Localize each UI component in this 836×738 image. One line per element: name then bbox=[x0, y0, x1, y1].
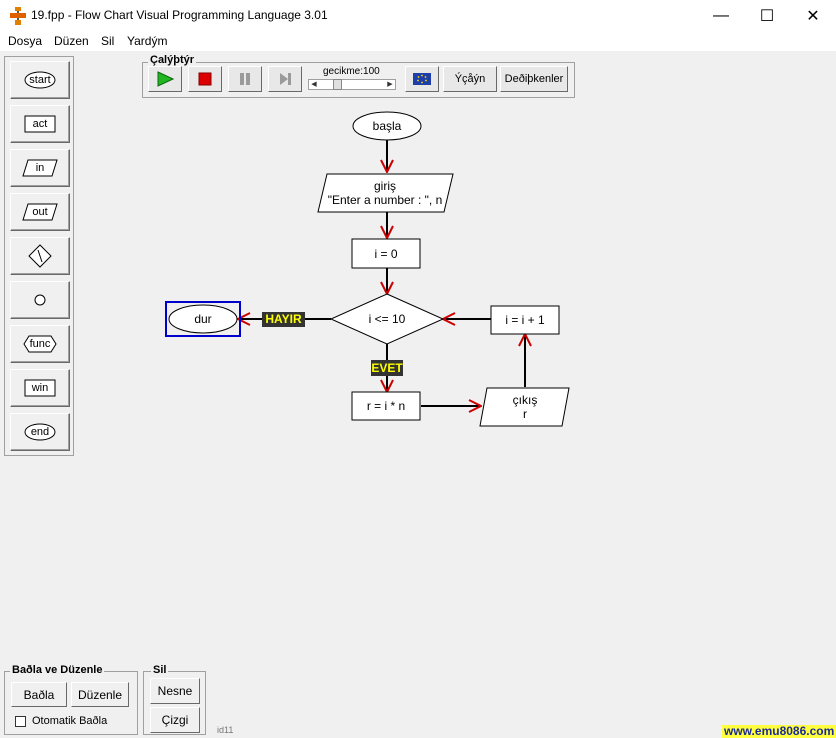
palette-output-label: out bbox=[32, 206, 48, 218]
input-node-line1: giriş bbox=[373, 179, 396, 193]
stop-button[interactable] bbox=[188, 66, 222, 92]
palette-function-label: func bbox=[29, 338, 51, 350]
connect-button[interactable]: Baðla bbox=[11, 682, 67, 707]
increment-node[interactable] bbox=[490, 305, 560, 335]
slider-left-arrow-icon[interactable]: ◀ bbox=[311, 81, 317, 88]
condition-diamond-icon bbox=[28, 244, 52, 268]
minimize-icon: — bbox=[713, 6, 729, 24]
palette-action-label: act bbox=[32, 118, 48, 130]
auto-connect-label: Otomatik Baðla bbox=[32, 715, 108, 727]
menu-delete[interactable]: Sil bbox=[101, 34, 115, 48]
delay-value: 100 bbox=[363, 66, 380, 77]
action-node-label: r = i * n bbox=[366, 399, 406, 413]
init-node[interactable] bbox=[351, 238, 421, 269]
input-node-line2: "Enter a number : ", n bbox=[327, 193, 443, 207]
run-button[interactable] bbox=[148, 66, 182, 92]
close-button[interactable]: ✕ bbox=[790, 0, 836, 31]
delay-slider[interactable]: ◀ ▶ bbox=[308, 79, 396, 90]
auto-connect-checkbox[interactable] bbox=[15, 716, 26, 727]
palette-start-button[interactable]: start bbox=[10, 61, 70, 99]
shape-palette: start act in out func win end bbox=[4, 56, 74, 456]
function-shape-icon bbox=[23, 335, 57, 353]
play-icon bbox=[157, 71, 174, 87]
stop-icon bbox=[198, 72, 212, 86]
stop-node[interactable] bbox=[168, 304, 238, 334]
delay-label: gecikme:100 bbox=[323, 66, 380, 77]
start-shape-icon bbox=[24, 71, 56, 89]
palette-end-label: end bbox=[30, 426, 50, 438]
variables-label: Deðiþkenler bbox=[504, 73, 564, 85]
palette-condition-button[interactable] bbox=[10, 237, 70, 275]
window-title: 19.fpp - Flow Chart Visual Programming L… bbox=[31, 8, 328, 22]
no-branch-label: HAYIR bbox=[262, 312, 305, 327]
step-in-button[interactable]: Ýçåýn bbox=[443, 66, 497, 92]
palette-end-button[interactable]: end bbox=[10, 413, 70, 451]
menu-edit[interactable]: Düzen bbox=[54, 34, 89, 48]
selection-box bbox=[165, 301, 241, 337]
delete-line-button[interactable]: Çizgi bbox=[150, 707, 200, 733]
palette-connector-button[interactable] bbox=[10, 281, 70, 319]
menu-file[interactable]: Dosya bbox=[8, 34, 43, 48]
minimize-button[interactable]: — bbox=[698, 0, 744, 31]
delay-label-text: gecikme: bbox=[323, 66, 364, 77]
title-bar: 19.fpp - Flow Chart Visual Programming L… bbox=[0, 0, 836, 31]
step-forward-icon bbox=[280, 73, 291, 85]
palette-output-button[interactable]: out bbox=[10, 193, 70, 231]
output-node-line1: çıkış bbox=[512, 393, 538, 407]
eu-flag-icon bbox=[413, 73, 431, 85]
selected-object-id: id11 bbox=[217, 725, 234, 735]
palette-window-button[interactable]: win bbox=[10, 369, 70, 407]
app-icon bbox=[10, 7, 26, 25]
delete-group bbox=[143, 671, 206, 735]
connector-circle-icon bbox=[34, 294, 46, 306]
palette-function-button[interactable]: func bbox=[10, 325, 70, 363]
end-shape-icon bbox=[24, 423, 56, 441]
start-node[interactable] bbox=[352, 111, 422, 141]
variables-button[interactable]: Deðiþkenler bbox=[500, 66, 568, 92]
output-shape-icon bbox=[22, 203, 58, 221]
palette-start-label: start bbox=[29, 74, 51, 86]
init-node-label: i = 0 bbox=[374, 247, 398, 261]
menu-help[interactable]: Yardým bbox=[127, 34, 168, 48]
maximize-button[interactable]: ☐ bbox=[744, 0, 790, 31]
input-node[interactable] bbox=[317, 173, 454, 213]
stop-node-label: dur bbox=[194, 312, 212, 326]
palette-input-label: in bbox=[35, 162, 45, 174]
menu-bar: Dosya Düzen Sil Yardým bbox=[0, 31, 836, 51]
pause-button[interactable] bbox=[228, 66, 262, 92]
palette-input-button[interactable]: in bbox=[10, 149, 70, 187]
output-node[interactable] bbox=[479, 387, 570, 427]
close-icon: ✕ bbox=[806, 7, 820, 25]
window-shape-icon bbox=[24, 379, 56, 397]
step-button[interactable] bbox=[268, 66, 302, 92]
pause-icon bbox=[240, 73, 250, 85]
palette-action-button[interactable]: act bbox=[10, 105, 70, 143]
output-node-line2: r bbox=[523, 407, 527, 421]
run-group-label: Çalýþtýr bbox=[148, 54, 197, 66]
increment-node-label: i = i + 1 bbox=[505, 313, 545, 327]
connect-edit-group-label: Baðla ve Düzenle bbox=[10, 664, 105, 676]
delete-group-label: Sil bbox=[151, 664, 169, 676]
palette-window-label: win bbox=[31, 382, 49, 394]
condition-node[interactable] bbox=[329, 293, 445, 345]
action-shape-icon bbox=[24, 115, 56, 133]
run-group bbox=[142, 62, 575, 98]
slider-thumb[interactable] bbox=[333, 79, 342, 90]
input-shape-icon bbox=[22, 159, 58, 177]
yes-branch-label: EVET bbox=[371, 360, 403, 376]
maximize-icon: ☐ bbox=[759, 7, 775, 25]
emu8086-watermark-link[interactable]: www.emu8086.com bbox=[722, 724, 836, 738]
delete-object-button[interactable]: Nesne bbox=[150, 678, 200, 704]
edit-button[interactable]: Düzenle bbox=[71, 682, 129, 707]
language-button[interactable] bbox=[405, 66, 439, 92]
condition-node-label: i <= 10 bbox=[368, 312, 406, 326]
action-node[interactable] bbox=[351, 391, 421, 421]
step-in-label: Ýçåýn bbox=[454, 73, 486, 85]
slider-right-arrow-icon[interactable]: ▶ bbox=[387, 81, 393, 88]
start-node-label: başla bbox=[372, 119, 402, 133]
